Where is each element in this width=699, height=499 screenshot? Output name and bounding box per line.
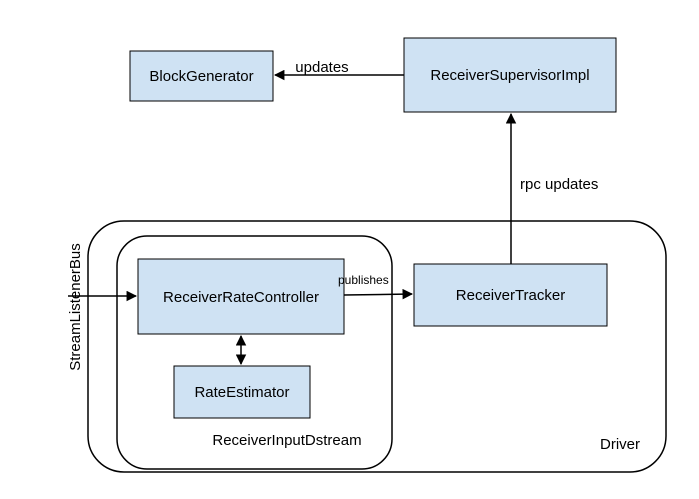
publishes-edge-label: publishes: [338, 273, 389, 287]
receiver-tracker-node: [413, 263, 608, 327]
updates-edge-label: updates: [295, 59, 348, 76]
receiver-rate-controller-node: [137, 258, 345, 335]
publishes-edge: [343, 288, 414, 300]
receiver-input-dstream-label: ReceiverInputDstream: [212, 432, 361, 449]
receiver-input-dstream-container: [116, 235, 393, 470]
rate-estimator-label: RateEstimator: [194, 384, 289, 401]
block-generator-label: BlockGenerator: [149, 68, 253, 85]
rate-estimator-node: [173, 365, 311, 419]
receiver-tracker-label: ReceiverTracker: [456, 287, 565, 304]
receiver-supervisor-impl-label: ReceiverSupervisorImpl: [430, 67, 589, 84]
driver-container: [87, 220, 667, 473]
driver-label: Driver: [600, 436, 640, 453]
block-generator-node: [129, 50, 274, 102]
stream-listener-bus-label: StreamListenerBus: [67, 243, 84, 371]
rpc-updates-edge-label: rpc updates: [520, 176, 598, 193]
receiver-rate-controller-label: ReceiverRateController: [163, 289, 319, 306]
